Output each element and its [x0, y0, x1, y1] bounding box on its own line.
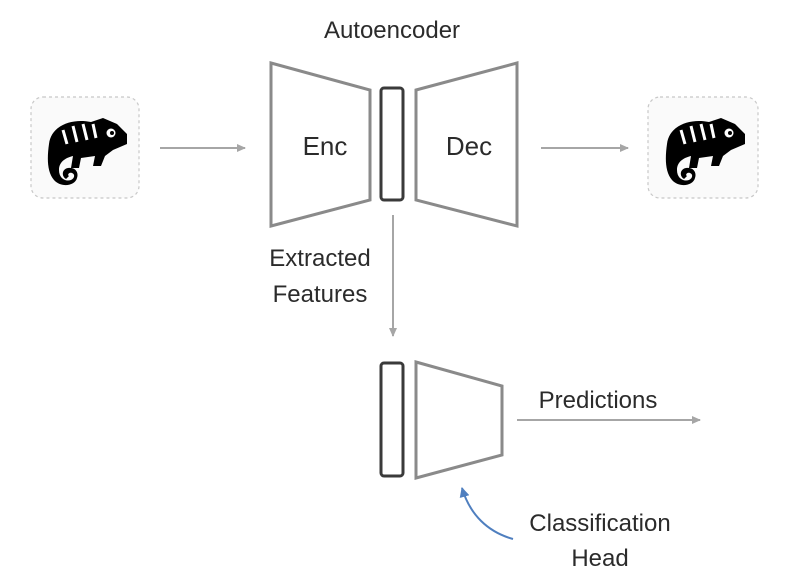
encoder-label: Enc	[303, 131, 348, 161]
features-block	[379, 361, 405, 478]
classification-head-pointer-arrow	[459, 487, 514, 540]
extracted-features-label-line1: Extracted	[269, 245, 370, 272]
encoder-block	[269, 61, 372, 228]
classification-head-label-line2: Head	[571, 545, 628, 572]
classification-head-block	[414, 360, 504, 480]
decoder-block	[414, 61, 519, 228]
extracted-features-label-line2: Features	[273, 281, 368, 308]
input-image-tile	[30, 96, 140, 199]
output-image-tile	[647, 96, 759, 199]
bottleneck-block	[379, 86, 405, 202]
autoencoder-title: Autoencoder	[324, 17, 460, 44]
predictions-label: Predictions	[539, 387, 658, 414]
classification-head-label-line1: Classification	[529, 510, 670, 537]
decoder-label: Dec	[446, 131, 492, 161]
